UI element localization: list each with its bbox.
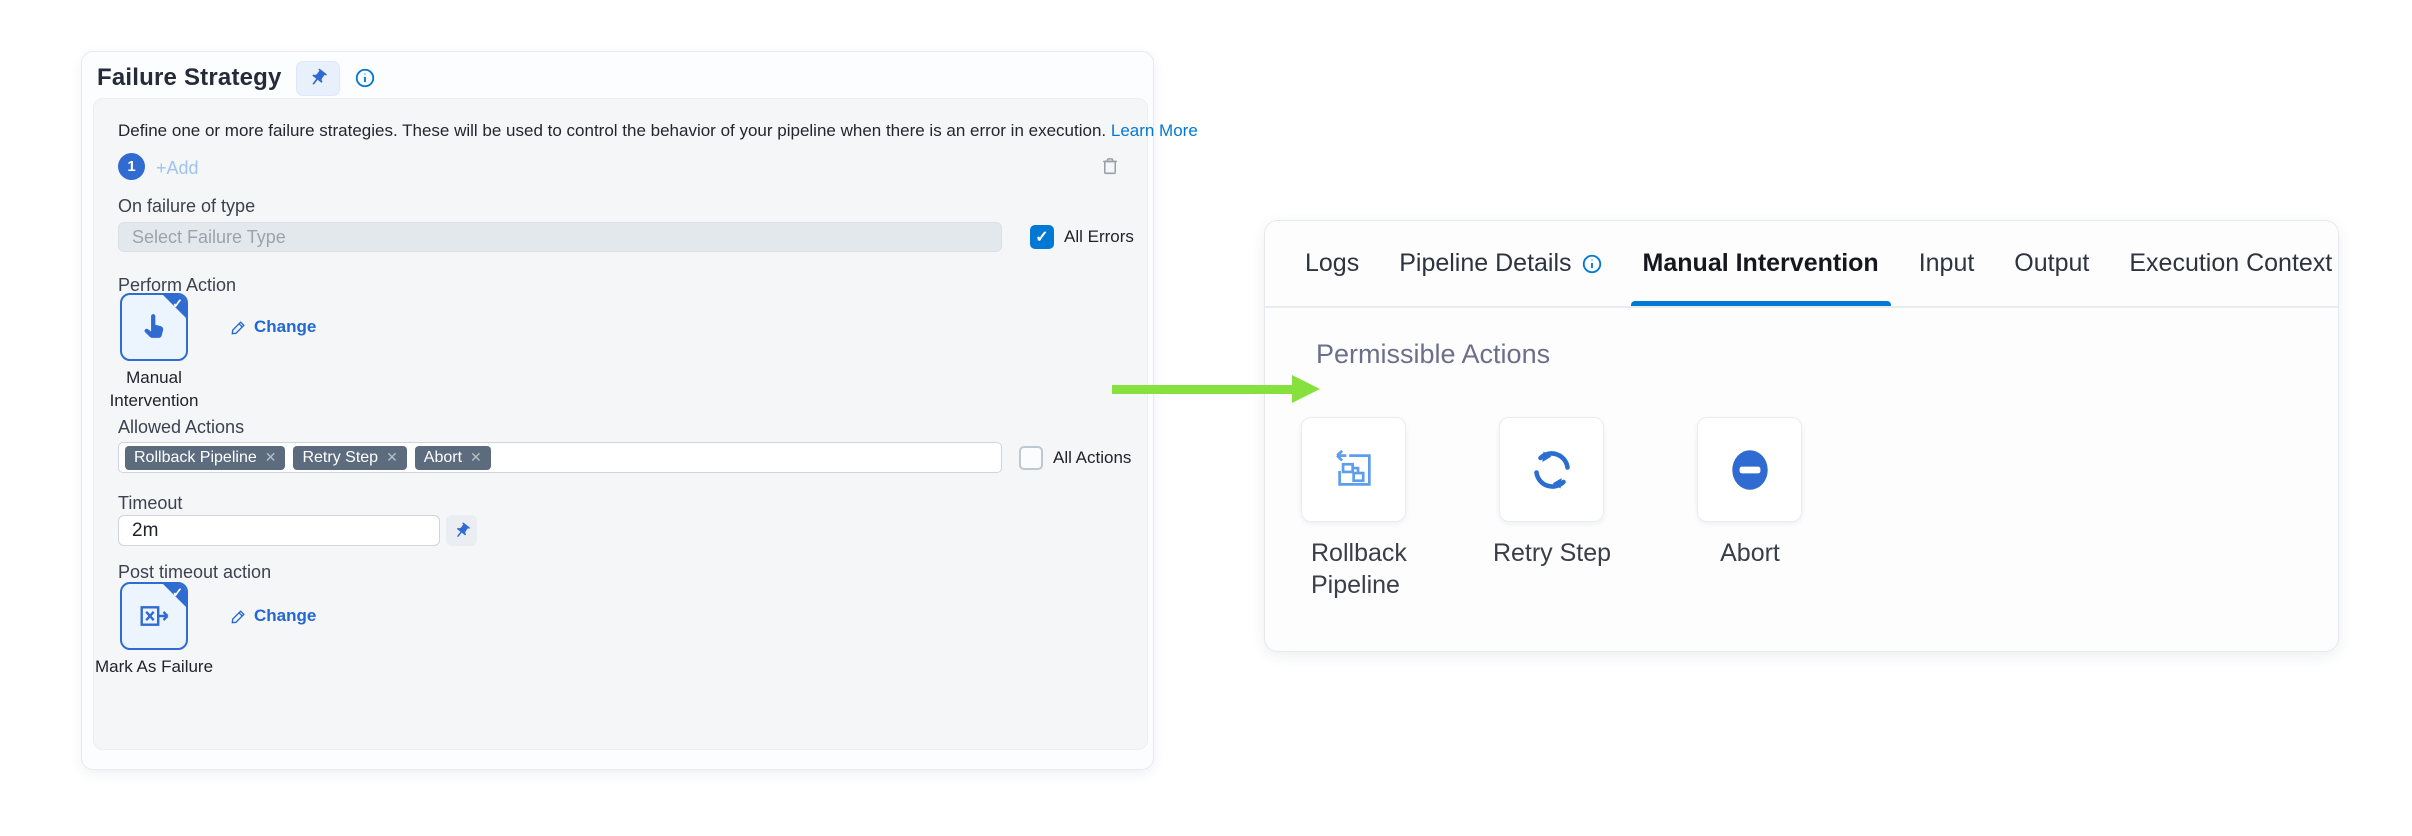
abort-button[interactable]: [1697, 417, 1802, 522]
post-timeout-action-value: Mark As Failure: [84, 656, 224, 679]
timeout-label: Timeout: [118, 493, 182, 514]
remove-tag-icon[interactable]: ✕: [470, 449, 482, 466]
perform-action-card[interactable]: ✓: [120, 293, 188, 361]
title-info-button[interactable]: [354, 67, 376, 89]
post-timeout-label: Post timeout action: [118, 562, 271, 583]
all-actions-label: All Actions: [1053, 448, 1131, 468]
info-icon: [1581, 253, 1603, 275]
tab-label: Output: [2014, 249, 2089, 278]
selected-check-icon: ✓: [172, 585, 183, 601]
allowed-actions-input[interactable]: Rollback Pipeline ✕ Retry Step ✕ Abort ✕: [118, 442, 1002, 473]
tab-execution-context[interactable]: Execution Context: [2129, 221, 2332, 306]
delete-strategy-button[interactable]: [1099, 155, 1121, 182]
action-label: Abort: [1665, 538, 1835, 570]
panel-title: Failure Strategy: [97, 64, 282, 92]
tab-label: Manual Intervention: [1643, 249, 1879, 278]
flow-arrow: [1112, 385, 1292, 394]
change-post-timeout-link[interactable]: Change: [230, 606, 316, 626]
trash-icon: [1099, 155, 1121, 177]
selected-check-icon: ✓: [172, 296, 183, 312]
rollback-pipeline-icon: [1331, 447, 1377, 493]
tab-label: Logs: [1305, 249, 1359, 278]
description-body: Define one or more failure strategies. T…: [118, 121, 1106, 140]
failure-strategy-form: Define one or more failure strategies. T…: [93, 98, 1148, 750]
tab-logs[interactable]: Logs: [1305, 221, 1359, 306]
tab-manual-intervention[interactable]: Manual Intervention: [1643, 221, 1879, 306]
timeout-pin-button[interactable]: [446, 515, 477, 546]
action-label: Rollback Pipeline: [1301, 538, 1441, 602]
pin-icon: [304, 64, 332, 92]
change-label: Change: [254, 606, 316, 626]
learn-more-link[interactable]: Learn More: [1111, 121, 1198, 140]
abort-icon: [1725, 445, 1775, 495]
tag-label: Retry Step: [302, 449, 378, 467]
tab-output[interactable]: Output: [2014, 221, 2089, 306]
action-retry-step: Retry Step: [1499, 417, 1604, 602]
all-actions-checkbox[interactable]: [1019, 446, 1043, 470]
details-tab-bar: Logs Pipeline Details Manual Interventio…: [1265, 221, 2338, 308]
retry-step-button[interactable]: [1499, 417, 1604, 522]
perform-action-value: Manual Intervention: [84, 367, 224, 412]
all-errors-label: All Errors: [1064, 227, 1134, 247]
pencil-icon: [230, 319, 247, 336]
arrow-head-icon: [1292, 375, 1320, 403]
arrow-shaft: [1112, 385, 1292, 394]
retry-step-icon: [1528, 446, 1576, 494]
strategy-index-badge[interactable]: 1: [118, 153, 145, 180]
failure-type-select[interactable]: [118, 222, 1002, 252]
failure-strategy-header: Failure Strategy: [97, 60, 376, 96]
pencil-icon: [230, 608, 247, 625]
step-details-panel: Logs Pipeline Details Manual Interventio…: [1264, 220, 2339, 652]
all-errors-checkbox[interactable]: ✓: [1030, 225, 1054, 249]
info-icon: [354, 67, 376, 89]
tag-abort: Abort ✕: [415, 446, 491, 470]
description-text: Define one or more failure strategies. T…: [118, 121, 1198, 141]
permissible-actions-title: Permissible Actions: [1316, 339, 1550, 370]
pin-button[interactable]: [296, 61, 340, 96]
allowed-actions-label: Allowed Actions: [118, 417, 244, 438]
tag-label: Rollback Pipeline: [134, 449, 257, 467]
add-strategy-button[interactable]: +Add: [156, 158, 199, 179]
remove-tag-icon[interactable]: ✕: [386, 449, 398, 466]
action-rollback-pipeline: Rollback Pipeline: [1301, 417, 1406, 602]
action-abort: Abort: [1697, 417, 1802, 602]
tab-input[interactable]: Input: [1919, 221, 1975, 306]
timeout-input[interactable]: [118, 515, 440, 546]
pin-icon: [449, 518, 474, 543]
tab-label: Pipeline Details: [1399, 249, 1571, 278]
tab-pipeline-details[interactable]: Pipeline Details: [1399, 221, 1602, 306]
failure-strategy-panel: Failure Strategy Define one or more fail…: [81, 51, 1154, 770]
tag-rollback-pipeline: Rollback Pipeline ✕: [125, 446, 285, 470]
tag-retry-step: Retry Step ✕: [293, 446, 406, 470]
rollback-pipeline-button[interactable]: [1301, 417, 1406, 522]
on-failure-label: On failure of type: [118, 196, 255, 217]
remove-tag-icon[interactable]: ✕: [265, 449, 277, 466]
change-label: Change: [254, 317, 316, 337]
action-label: Retry Step: [1467, 538, 1637, 570]
tag-label: Abort: [424, 449, 462, 467]
permissible-actions-list: Rollback Pipeline Retry Step Abort: [1301, 417, 1802, 602]
post-timeout-action-card[interactable]: ✓: [120, 582, 188, 650]
check-icon: ✓: [1035, 227, 1048, 247]
change-action-link[interactable]: Change: [230, 317, 316, 337]
tab-label: Execution Context: [2129, 249, 2332, 278]
tab-label: Input: [1919, 249, 1975, 278]
